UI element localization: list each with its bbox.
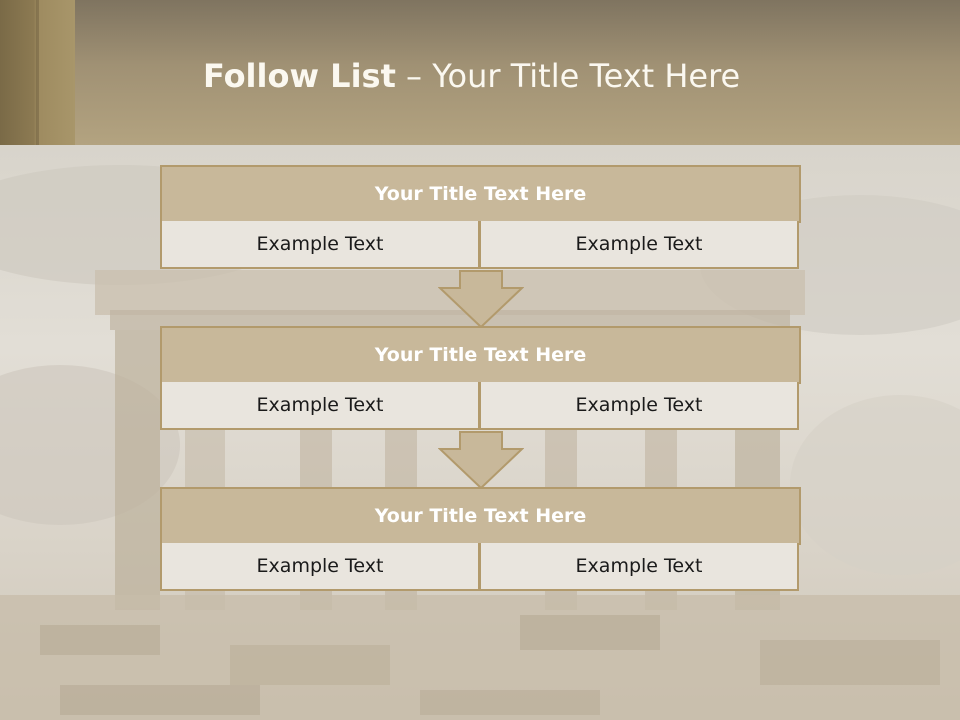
block-cell-right: Example Text	[479, 543, 799, 591]
block-cell-left: Example Text	[160, 382, 480, 430]
block-cell-right: Example Text	[479, 382, 799, 430]
block-cell-right: Example Text	[479, 221, 799, 269]
block-cell-left: Example Text	[160, 221, 480, 269]
slide-title-bold: Follow List	[203, 57, 396, 95]
slide-title-rest: – Your Title Text Here	[395, 57, 741, 95]
block-title: Your Title Text Here	[160, 165, 801, 223]
header-band	[0, 0, 960, 145]
header-accent-stripe	[36, 0, 39, 145]
slide-title: Follow List – Your Title Text Here	[203, 54, 740, 98]
block-cell-left: Example Text	[160, 543, 480, 591]
down-arrow-icon	[438, 270, 524, 328]
header-accent-block	[0, 0, 75, 145]
block-title: Your Title Text Here	[160, 326, 801, 384]
block-title: Your Title Text Here	[160, 487, 801, 545]
down-arrow-icon	[438, 431, 524, 489]
